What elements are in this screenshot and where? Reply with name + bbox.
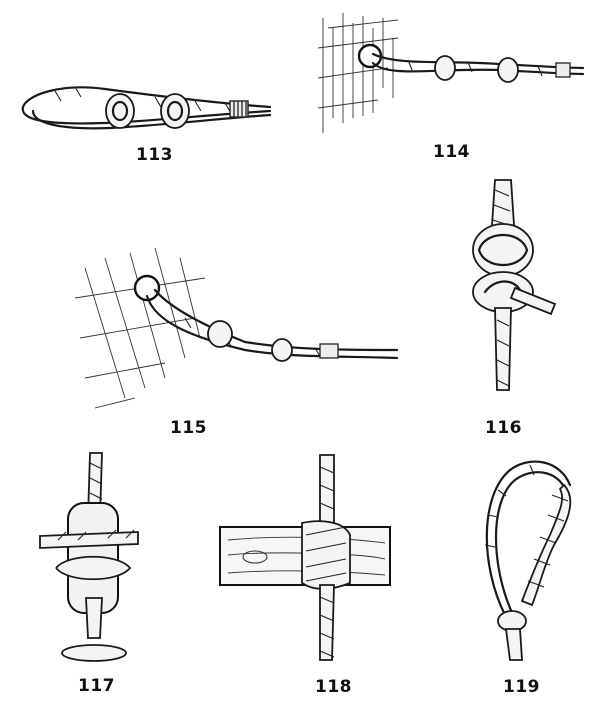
figure-label-117: 117 — [78, 676, 115, 696]
figure-label-119: 119 — [503, 677, 540, 697]
figure-117: 117 — [38, 448, 148, 698]
figure-113: 113 — [15, 75, 285, 170]
figure-114: 114 — [317, 8, 593, 168]
figure-label-115: 115 — [170, 418, 207, 438]
figure-115-drawing — [74, 247, 399, 409]
figure-label-116: 116 — [485, 418, 522, 438]
figure-116-drawing — [472, 179, 557, 391]
figure-119-drawing — [484, 460, 572, 661]
figure-label-118: 118 — [315, 677, 352, 697]
figure-116: 116 — [455, 179, 565, 440]
figure-113-drawing — [21, 86, 272, 130]
figure-119: 119 — [470, 455, 595, 700]
figure-label-113: 113 — [136, 145, 173, 165]
figure-118-drawing — [219, 454, 391, 661]
figure-117-drawing — [39, 452, 139, 662]
figure-label-114: 114 — [433, 142, 470, 162]
figure-115: 115 — [74, 238, 405, 438]
figure-114-drawing — [317, 13, 585, 133]
figure-118: 118 — [219, 454, 395, 700]
